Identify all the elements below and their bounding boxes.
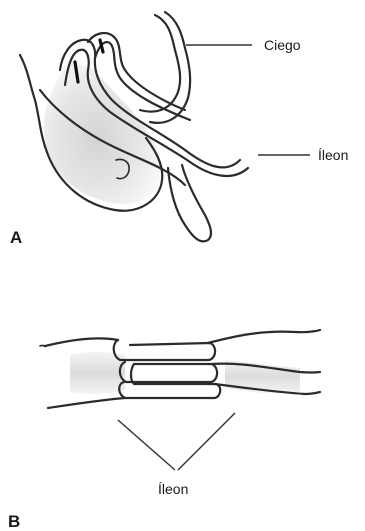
panel-b: Íleon B: [8, 330, 320, 531]
leader-line-ileon-b-right: [178, 413, 235, 470]
cecum-tube: [140, 12, 190, 123]
panel-letter-b: B: [8, 512, 20, 531]
label-ciego: Ciego: [264, 37, 301, 53]
label-ileon-a: Íleon: [318, 147, 348, 163]
leader-line-ileon-b-left: [118, 420, 175, 470]
label-ileon-b: Íleon: [158, 481, 188, 497]
telescoped-bowel: [40, 330, 320, 408]
panel-letter-a: A: [10, 228, 22, 247]
panel-a: Ciego Íleon A: [10, 12, 348, 247]
